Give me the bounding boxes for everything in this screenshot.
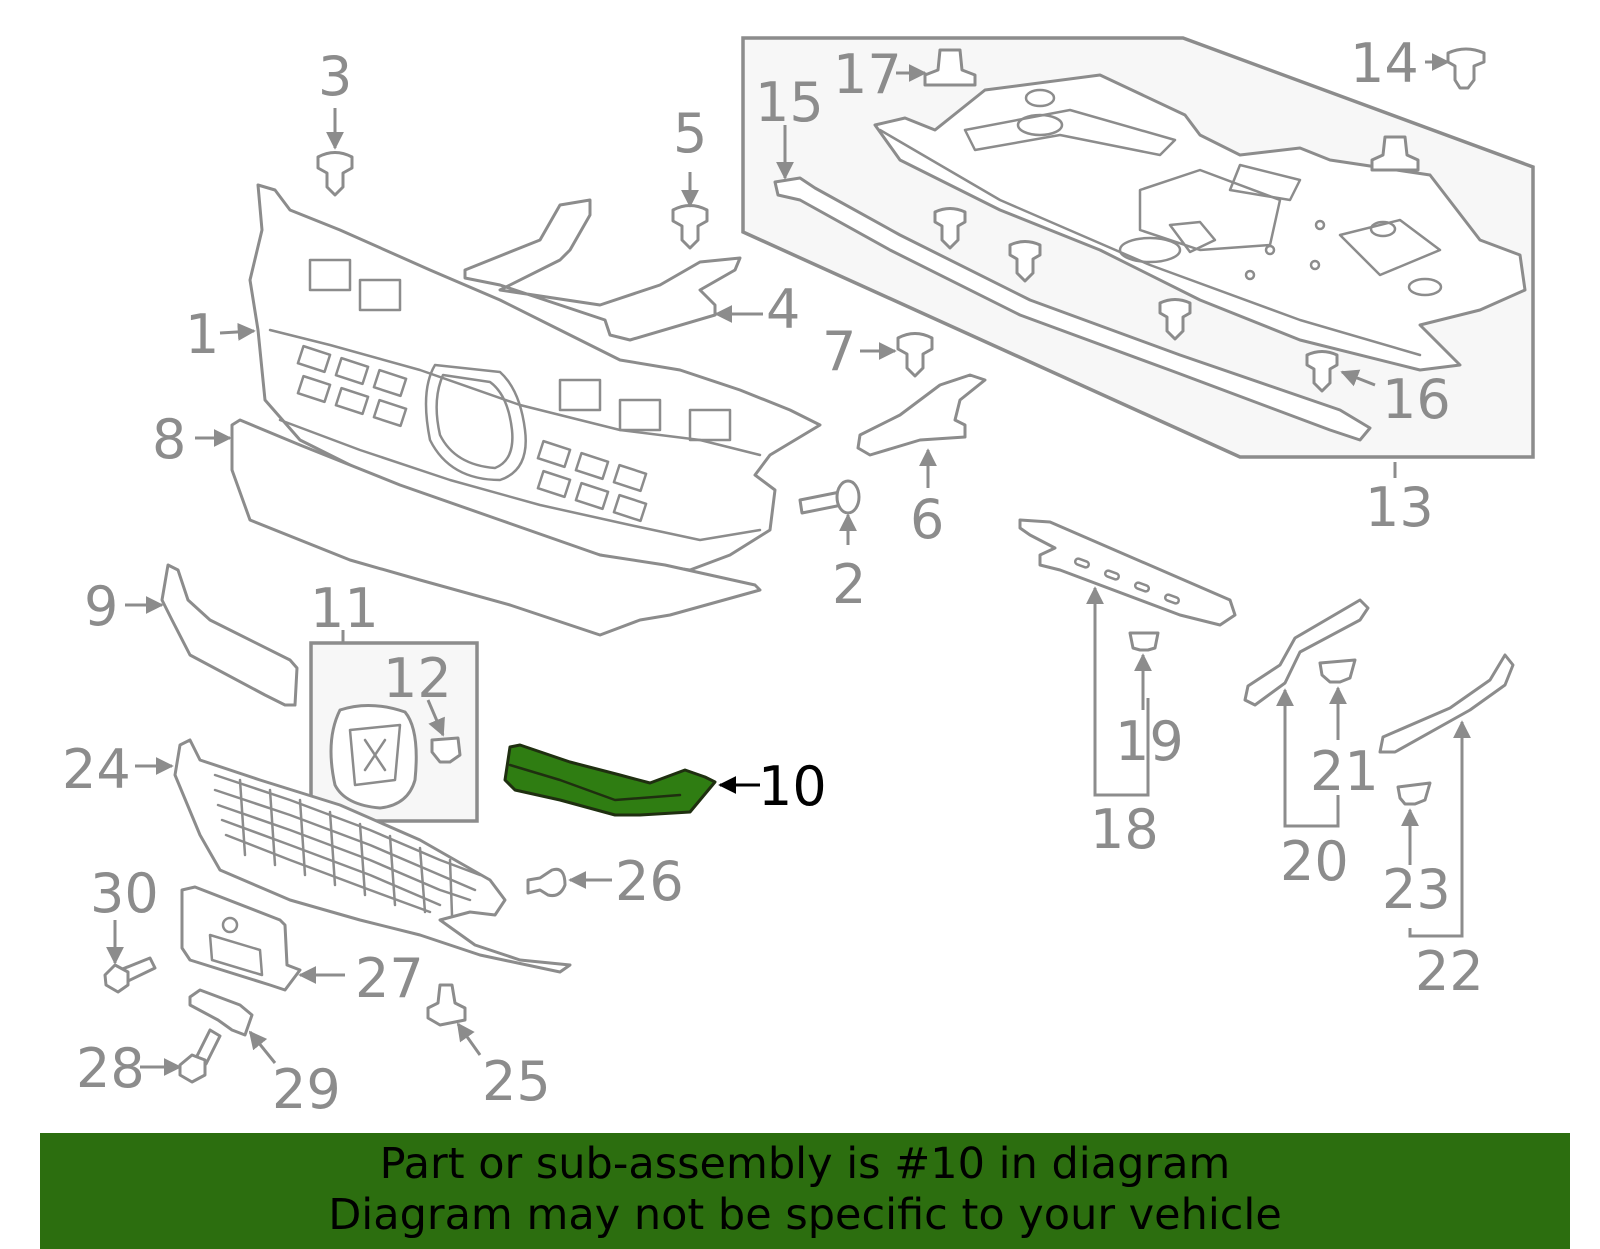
callout-30: 30 — [90, 862, 159, 925]
callout-18: 18 — [1090, 798, 1159, 861]
part-19-clip — [1128, 631, 1160, 652]
callout-4: 4 — [766, 278, 800, 341]
part-14-clip — [1446, 47, 1486, 90]
part-17-clip — [923, 48, 977, 87]
part-1-grille-frame — [248, 183, 822, 572]
callout-9: 9 — [84, 575, 118, 638]
callout-6: 6 — [910, 488, 944, 551]
part-13-undercover — [873, 73, 1527, 372]
part-21-clip — [1318, 658, 1357, 684]
callout-13: 13 — [1365, 476, 1434, 539]
callout-27: 27 — [355, 947, 424, 1010]
callout-20: 20 — [1280, 830, 1349, 893]
callout-2: 2 — [832, 553, 866, 616]
part-25-clip — [426, 983, 467, 1027]
part-6-bracket — [856, 373, 987, 457]
part-3-clip — [316, 151, 354, 197]
part-23-clip — [1396, 781, 1432, 806]
part-22-rail — [1378, 653, 1515, 754]
callout-14: 14 — [1350, 32, 1419, 95]
callout-10: 10 — [758, 755, 827, 818]
callout-25: 25 — [482, 1050, 551, 1113]
callout-28: 28 — [76, 1037, 145, 1100]
callout-22: 22 — [1415, 940, 1484, 1003]
part-10-highlighted — [503, 743, 717, 817]
callout-5: 5 — [673, 102, 707, 165]
callout-3: 3 — [318, 45, 352, 108]
part-5-clip — [671, 204, 709, 250]
part-9-molding — [160, 563, 299, 707]
part-30-bolt — [103, 956, 157, 994]
leader-lines — [106, 53, 1471, 1076]
info-banner: Part or sub-assembly is #10 in diagram D… — [40, 1133, 1570, 1249]
part-27-bracket — [180, 885, 302, 992]
part-20-rail — [1243, 598, 1370, 707]
callout-labels: 1 2 3 4 5 6 7 8 9 10 11 12 13 14 15 16 1… — [62, 32, 1484, 1121]
part-7-clip — [896, 332, 934, 378]
callout-15: 15 — [755, 71, 824, 134]
part-12-clip — [430, 736, 462, 764]
banner-line-2: Diagram may not be specific to your vehi… — [328, 1190, 1282, 1240]
callout-8: 8 — [152, 408, 186, 471]
part-26-clip — [526, 867, 567, 897]
part-29-bracket — [188, 988, 254, 1037]
callout-23: 23 — [1382, 858, 1451, 921]
callout-21: 21 — [1310, 740, 1379, 803]
callout-7: 7 — [822, 320, 856, 383]
callout-29: 29 — [272, 1058, 341, 1121]
part-11-emblem — [329, 703, 418, 810]
callout-17: 17 — [833, 43, 902, 106]
callout-1: 1 — [185, 303, 219, 366]
callout-26: 26 — [615, 850, 684, 913]
part-15-bar — [773, 176, 1372, 442]
part-2-screw — [798, 479, 861, 515]
part-24-lower-grille — [173, 738, 572, 974]
part-18-rail — [1018, 518, 1237, 627]
callout-19: 19 — [1115, 710, 1184, 773]
callout-12: 12 — [383, 647, 452, 710]
callout-24: 24 — [62, 738, 131, 801]
banner-line-1: Part or sub-assembly is #10 in diagram — [379, 1139, 1231, 1189]
part-13-clips — [933, 135, 1420, 393]
part-8-molding — [230, 418, 762, 637]
callout-16: 16 — [1382, 368, 1451, 431]
part-4-bracket — [463, 198, 742, 342]
part-28-bolt — [178, 1028, 222, 1084]
callout-11: 11 — [310, 577, 379, 640]
